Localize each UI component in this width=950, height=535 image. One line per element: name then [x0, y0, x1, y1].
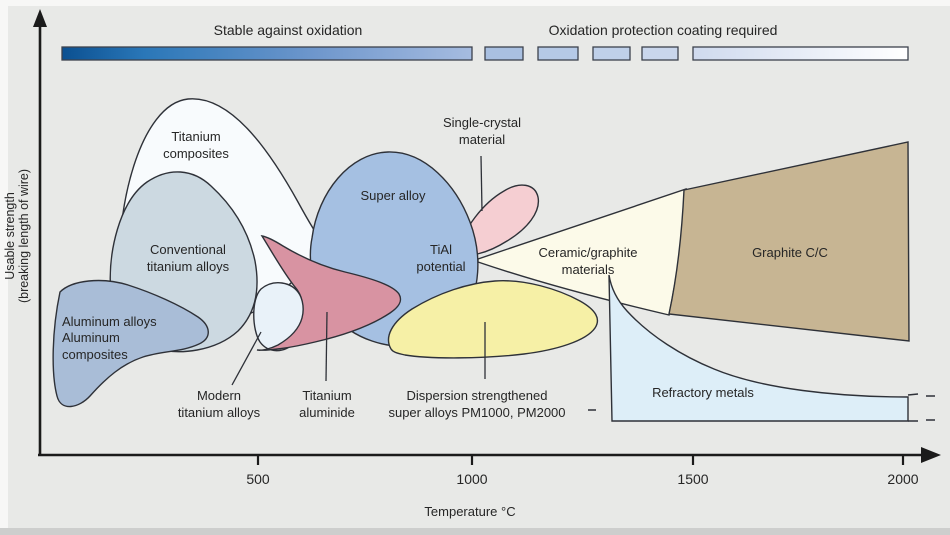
label-titanium-composites-2: composites	[163, 146, 229, 161]
y-axis-title: Usable strength (breaking length of wire…	[3, 169, 31, 303]
y-axis-title-line2: (breaking length of wire)	[17, 169, 31, 303]
pointer-line-single-crystal	[480, 155, 483, 212]
left-margin	[0, 0, 8, 535]
label-ceramic-graphite-2: materials	[562, 262, 615, 277]
label-conventional-2: titanium alloys	[147, 259, 230, 274]
y-axis-title-line1: Usable strength	[3, 192, 17, 280]
label-tial-potential-2: potential	[416, 259, 465, 274]
region-single-crystal	[457, 184, 540, 256]
label-titanium-composites-1: Titanium	[171, 129, 220, 144]
oxidation-bar-dash-4	[641, 46, 679, 61]
oxidation-bar-dash-3	[592, 46, 631, 61]
label-single-crystal-1: Single-crystal	[443, 115, 521, 130]
label-modern-titanium-2: titanium alloys	[178, 405, 261, 420]
label-titanium-aluminide-1: Titanium	[302, 388, 351, 403]
label-modern-titanium-1: Modern	[197, 388, 241, 403]
region-refractory-metals	[608, 274, 909, 422]
label-titanium-aluminide-2: aluminide	[299, 405, 355, 420]
label-conventional-1: Conventional	[150, 242, 226, 257]
label-aluminum-3: composites	[62, 347, 128, 362]
top-margin	[0, 0, 950, 6]
x-tick-label-1500: 1500	[677, 471, 708, 487]
pointer-line-titanium-aluminide	[325, 311, 328, 382]
label-graphite-cc: Graphite C/C	[752, 245, 828, 260]
bottom-strip	[0, 528, 950, 535]
oxidation-bar-dash-2	[537, 46, 579, 61]
x-axis-arrowhead	[921, 447, 941, 463]
y-axis-arrowhead	[33, 9, 47, 27]
x-tick-label-2000: 2000	[887, 471, 918, 487]
label-aluminum-2: Aluminum	[62, 330, 120, 345]
label-ceramic-graphite-1: Ceramic/graphite	[539, 245, 638, 260]
x-tick-label-500: 500	[246, 471, 270, 487]
oxidation-bar-dash-1	[484, 46, 524, 61]
label-dispersion-1: Dispersion strengthened	[407, 388, 548, 403]
label-single-crystal-2: material	[459, 132, 505, 147]
label-tial-potential-1: TiAl	[430, 242, 452, 257]
label-refractory-metals: Refractory metals	[652, 385, 754, 400]
region-dispersion-super-alloys	[387, 280, 599, 359]
stable-oxidation-label: Stable against oxidation	[214, 22, 363, 38]
coating-required-label: Oxidation protection coating required	[549, 22, 778, 38]
oxidation-bar-fade	[692, 46, 909, 61]
region-titanium-aluminide	[256, 235, 402, 351]
pointer-line-modern-titanium	[231, 331, 262, 386]
region-graphite-cc	[668, 141, 910, 342]
label-dispersion-2: super alloys PM1000, PM2000	[388, 405, 565, 420]
oxidation-bar-solid	[61, 46, 473, 61]
x-tick-label-1000: 1000	[456, 471, 487, 487]
label-aluminum-1: Aluminum alloys	[62, 314, 157, 329]
label-super-alloy: Super alloy	[360, 188, 426, 203]
refractory-continuation-dashes	[588, 393, 935, 422]
x-axis-title: Temperature °C	[424, 504, 515, 519]
region-aluminum-alloys	[52, 279, 209, 408]
